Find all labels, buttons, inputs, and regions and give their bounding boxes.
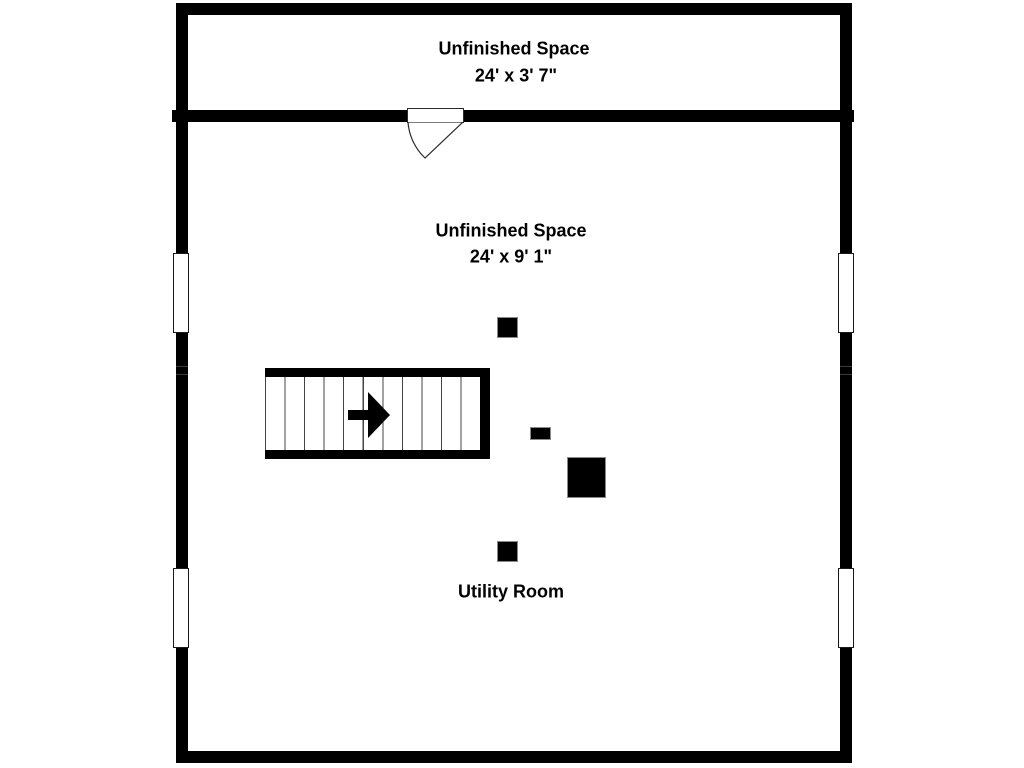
support-post [567,457,606,498]
wall-joint [840,366,852,367]
support-post [497,541,518,562]
wall-bottom [176,751,852,763]
room-label: Unfinished Space [435,220,587,241]
interior-wall-divider [172,110,854,122]
stair-rail-top [265,368,490,377]
window-left-upper [173,253,189,333]
room-label: Utility Room [458,581,564,602]
stair-direction-arrow-icon [348,392,390,438]
staircase [265,368,490,459]
support-post [530,427,551,440]
support-post [497,317,518,338]
door-swing-icon [407,122,464,159]
wall-joint [176,366,188,367]
room-label: Unfinished Space [438,38,590,59]
wall-top [176,3,852,15]
wall-joint [176,374,188,375]
stair-wall-right [480,368,490,459]
wall-joint [840,374,852,375]
room-dimensions: 24' x 3' 7" [474,65,558,86]
stair-rail-bottom [265,450,490,459]
room-dimensions: 24' x 9' 1" [469,246,553,267]
door-opening [407,108,464,123]
window-right-lower [838,568,854,648]
window-left-lower [173,568,189,648]
window-right-upper [838,253,854,333]
